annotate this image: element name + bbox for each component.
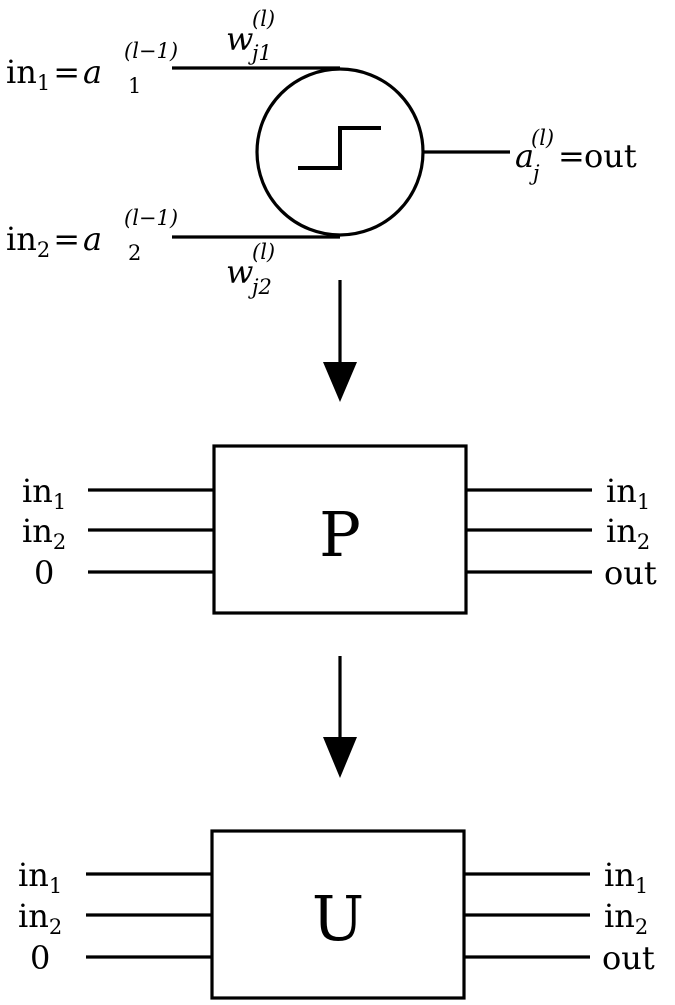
input2-label: in2=a (6, 220, 102, 262)
block-u-input-label-2: in2 (18, 897, 62, 939)
weight1-superscript: (l) (252, 7, 275, 31)
weight2-label: w (226, 253, 253, 291)
block-u-output-label-3: out (602, 939, 655, 977)
block-p-input-label-1: in1 (22, 472, 66, 514)
neuron: in1=a 1 (l−1) w (l) j1 in2=a 2 (l−1) w (… (6, 7, 637, 299)
output-out-label: out (584, 137, 637, 175)
input2-superscript: (l−1) (124, 206, 178, 230)
output-equals: = (558, 137, 585, 175)
block-p-input-label-3: 0 (34, 554, 54, 592)
output-activation-label: a (515, 137, 534, 175)
block-u-output-label-2: in2 (604, 897, 648, 939)
block-p-output-label-1: in1 (606, 472, 650, 514)
input1-superscript: (l−1) (124, 39, 178, 63)
input2-subscript: 2 (128, 241, 141, 265)
block-p-output-label-3: out (604, 554, 657, 592)
gate-block-u: U in1 in2 0 in1 in2 out (18, 829, 655, 1000)
block-u-label: U (312, 882, 364, 955)
weight1-label: w (226, 20, 253, 58)
step-function-icon (298, 126, 381, 170)
input1-subscript: 1 (128, 74, 141, 98)
weight2-subscript: j2 (248, 275, 272, 299)
block-p-box (212, 444, 468, 615)
output-superscript: (l) (531, 126, 554, 150)
block-p-label: P (319, 498, 361, 571)
block-u-input-label-1: in1 (18, 856, 62, 898)
transform-arrow-1 (323, 280, 357, 402)
output-subscript: j (529, 161, 540, 185)
transform-arrow-2 (323, 656, 357, 778)
gate-block-p: P in1 in2 0 in1 in2 out (22, 444, 657, 615)
block-u-box (210, 829, 466, 1000)
weight1-subscript: j1 (248, 41, 272, 65)
input1-label: in1=a (6, 53, 102, 95)
weight2-superscript: (l) (252, 240, 275, 264)
block-p-output-label-2: in2 (606, 512, 650, 554)
block-p-input-label-2: in2 (22, 512, 66, 554)
block-u-input-label-3: 0 (30, 939, 50, 977)
block-u-output-label-1: in1 (604, 856, 648, 898)
